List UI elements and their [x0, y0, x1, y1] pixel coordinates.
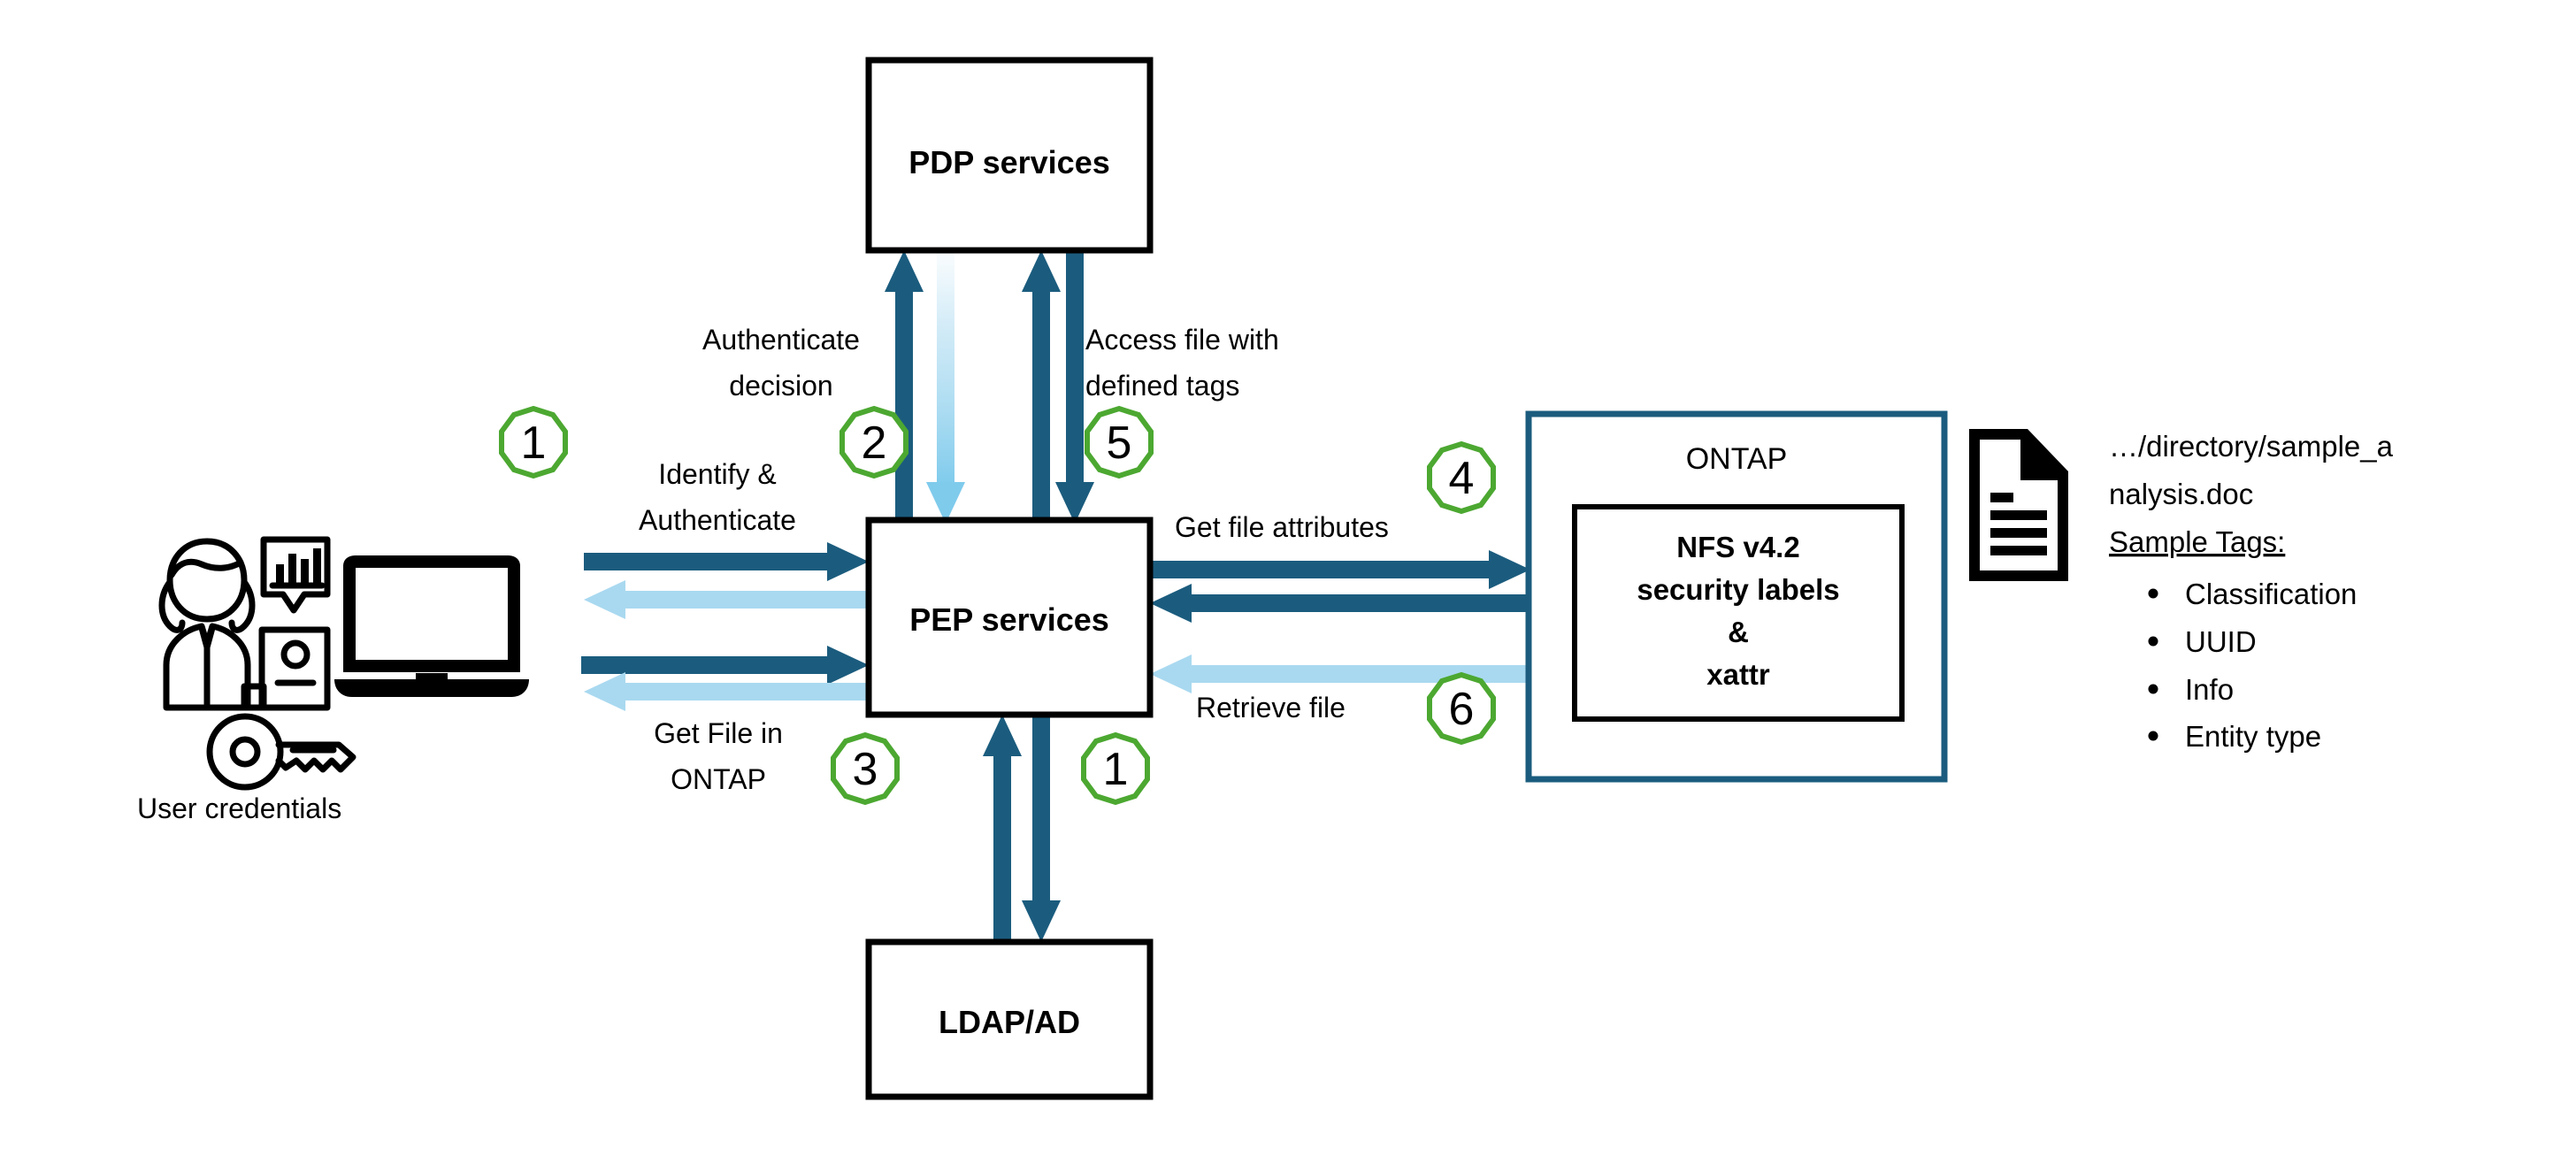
sample-tag-item: Classification: [2185, 578, 2357, 610]
arrow-pep-to-user-response-bottom: [584, 672, 869, 711]
step-badge-2-authenticate-decision: 2: [840, 405, 908, 479]
nfs-label-line-3: &: [1728, 616, 1749, 648]
ontap-label: ONTAP: [1686, 442, 1788, 476]
ldap-ad-label: LDAP/AD: [939, 1004, 1080, 1040]
step-badge-1-identify-number: 1: [521, 417, 547, 469]
authenticate-decision-line-1: Authenticate: [702, 324, 860, 356]
node-ldap-ad[interactable]: LDAP/AD: [865, 938, 1154, 1100]
arrow-pep-to-ontap-get-attributes: [1150, 550, 1530, 589]
sample-tags-heading: Sample Tags:: [2109, 525, 2285, 558]
edge-label-authenticate-decision: Authenticate decision: [702, 324, 860, 402]
key-icon: [206, 713, 356, 791]
arrow-ldap-to-pep: [983, 715, 1022, 942]
step-badge-2-number: 2: [862, 417, 887, 469]
edge-label-get-file-attributes: Get file attributes: [1175, 511, 1389, 543]
identify-authenticate-line-1: Identify &: [658, 458, 776, 490]
authenticate-decision-line-2: decision: [729, 370, 832, 402]
step-badge-6-retrieve-file: 6: [1427, 671, 1496, 746]
get-file-in-ontap-line-2: ONTAP: [671, 763, 766, 795]
step-badge-5-access-file: 5: [1085, 405, 1154, 479]
step-badge-3-get-file-in-ontap: 3: [831, 731, 900, 806]
nfs-label-line-1: NFS v4.2: [1676, 531, 1799, 563]
sample-tag-item: Info: [2185, 673, 2234, 706]
edge-label-access-file-with-defined-tags: Access file with defined tags: [1085, 324, 1279, 402]
arrow-ontap-to-pep-attributes-response: [1150, 584, 1530, 623]
file-path-line-2: nalysis.doc: [2109, 478, 2253, 510]
edge-label-retrieve-file: Retrieve file: [1196, 692, 1346, 723]
document-file-icon: [1969, 429, 2068, 581]
sample-tag-item: Entity type: [2185, 720, 2321, 753]
arrow-pdp-to-pep-decision: [926, 250, 965, 524]
pdp-services-label: PDP services: [908, 144, 1110, 180]
step-badge-5-number: 5: [1107, 417, 1132, 469]
arrow-pdp-to-pep-access-file: [1055, 250, 1094, 524]
sample-tags-list: Classification UUID Info Entity type: [2148, 578, 2357, 753]
nfs-label-line-4: xattr: [1706, 658, 1770, 691]
arrow-pep-to-user-response-top: [584, 580, 869, 619]
step-badge-3-number: 3: [853, 744, 878, 795]
step-badge-1-identify: 1: [499, 405, 568, 479]
arrow-pep-to-pdp-access-file: [1022, 250, 1061, 522]
access-file-line-2: defined tags: [1085, 370, 1239, 402]
edge-label-identify-authenticate: Identify & Authenticate: [639, 458, 796, 536]
file-path-line-1: …/directory/sample_a: [2109, 430, 2394, 463]
arrow-pep-to-ldap: [1022, 715, 1061, 942]
sample-tag-item: UUID: [2185, 625, 2257, 658]
step-badge-4-number: 4: [1449, 453, 1475, 504]
identify-authenticate-line-2: Authenticate: [639, 504, 796, 536]
node-pdp-services[interactable]: PDP services: [865, 57, 1154, 254]
nfs-label-line-2: security labels: [1637, 573, 1839, 606]
arrow-user-to-pep-identify: [584, 542, 869, 581]
step-badge-1-ldap: 1: [1081, 731, 1150, 806]
step-badge-1-ldap-number: 1: [1103, 744, 1129, 795]
user-credentials-label: User credentials: [137, 792, 341, 824]
step-badge-4-get-file-attributes: 4: [1427, 440, 1496, 515]
node-pep-services[interactable]: PEP services: [865, 517, 1154, 718]
access-file-line-1: Access file with: [1085, 324, 1279, 356]
analyst-person-icon: [158, 536, 331, 711]
node-nfs-v42[interactable]: NFS v4.2 security labels & xattr: [1572, 504, 1905, 722]
pep-services-label: PEP services: [909, 601, 1109, 638]
laptop-icon: [334, 555, 529, 697]
arrow-user-to-pep-get-file: [581, 646, 869, 685]
get-file-in-ontap-line-1: Get File in: [654, 717, 783, 749]
edge-label-get-file-in-ontap: Get File in ONTAP: [654, 717, 783, 795]
step-badge-6-number: 6: [1449, 684, 1475, 735]
